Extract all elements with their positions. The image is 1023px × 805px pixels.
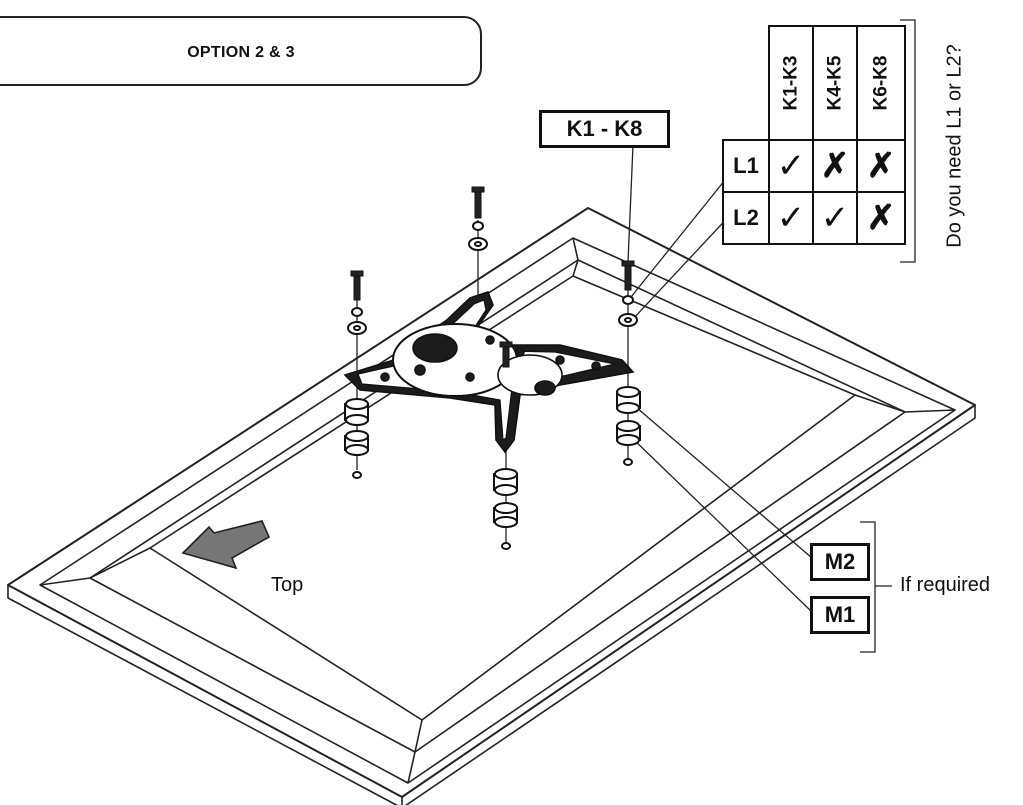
screw-label: K1 - K8 (539, 110, 670, 148)
cross-icon: ✗ (812, 139, 858, 193)
check-icon: ✓ (768, 191, 814, 245)
check-icon: ✓ (812, 191, 858, 245)
mounting-plate (343, 290, 635, 454)
spacer-label-m1: M1 (810, 596, 870, 634)
check-icon: ✓ (768, 139, 814, 193)
option-header: OPTION 2 & 3 (0, 16, 482, 86)
table-row-header: L2 (722, 191, 770, 245)
if-required-text: If required (900, 574, 991, 596)
top-label: Top (271, 574, 304, 596)
table-col-header: K1-K3 (768, 25, 814, 141)
washer-question: Do you need L1 or L2? (943, 44, 966, 248)
cross-icon: ✗ (856, 139, 906, 193)
option-title: OPTION 2 & 3 (187, 44, 295, 61)
table-col-header: K4-K5 (812, 25, 858, 141)
tv-outline (7, 207, 976, 805)
table-row-header: L1 (722, 139, 770, 193)
spacer-label-m2: M2 (810, 543, 870, 581)
washer-icon (347, 221, 638, 335)
screw-icon (350, 186, 635, 368)
cross-icon: ✗ (856, 191, 906, 245)
table-col-header: K6-K8 (856, 25, 906, 141)
spacer-icon (344, 386, 641, 550)
arrow-icon (181, 520, 271, 570)
